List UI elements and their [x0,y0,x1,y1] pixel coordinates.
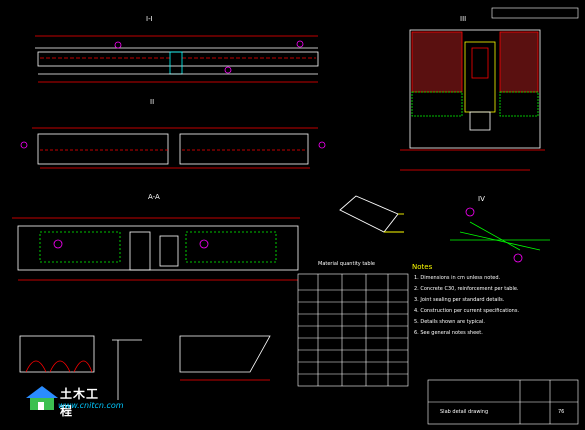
trapezoid-detail [112,335,271,400]
section-ii-plan [20,127,326,169]
view-title-joint-detail: III [460,15,467,23]
note-line: 6. See general notes sheet. [414,330,483,336]
detail-joint [400,29,545,171]
section-a-cross [12,217,300,281]
title-block [427,379,579,425]
logo-house-icon [26,386,58,410]
logo-name: 土木工程 [60,387,100,418]
slab-sketch [339,195,404,233]
note-line: 5. Details shown are typical. [414,319,485,325]
arch-detail [19,335,95,373]
note-line: 2. Concrete C30, reinforcement per table… [414,286,519,292]
border-top-right [491,7,579,19]
drawing-title: Slab detail drawing [440,409,489,415]
notes-heading: Notes [412,263,433,271]
sheet-number: 76 [558,409,565,415]
view-title-section-i: I-I [146,15,153,23]
view-title-rebar-detail: IV [478,195,485,203]
site-logo: 土木工程 www.cnitcn.com [24,384,124,418]
view-title-section-ii: II [150,98,155,106]
note-line: 4. Construction per current specificatio… [414,308,520,314]
note-line: 3. Joint sealing per standard details. [414,297,505,303]
rebar-detail [450,207,550,263]
table-title: Material quantity table [318,261,375,267]
note-line: 1. Dimensions in cm unless noted. [414,275,501,281]
view-title-section-a: A-A [148,193,160,201]
logo-url: www.cnitcn.com [58,401,124,410]
section-i-detail [35,35,319,83]
quantity-table [297,273,409,387]
